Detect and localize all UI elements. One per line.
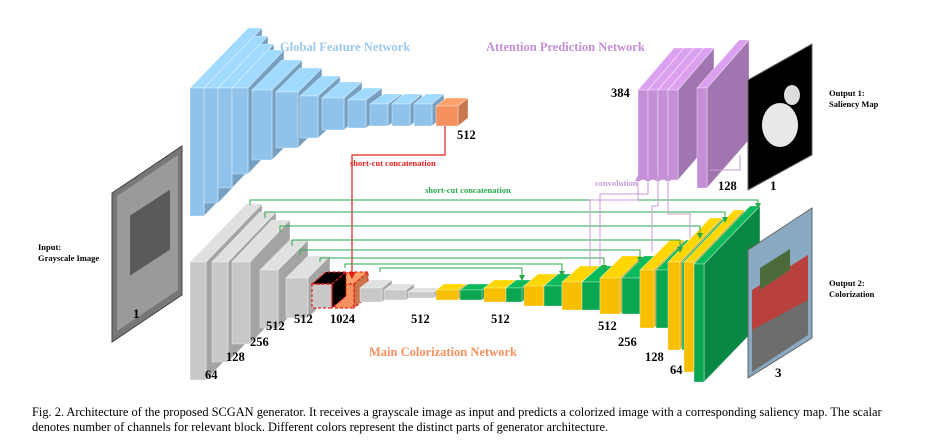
decoder-layer-6-front xyxy=(639,269,655,329)
output1-channels: 1 xyxy=(770,178,777,193)
encoder-layer-1-front xyxy=(211,261,229,363)
attention-title: Attention Prediction Network xyxy=(486,40,645,54)
channels-enc-256: 256 xyxy=(250,335,269,349)
decoder-layer-0-front xyxy=(523,285,545,307)
global-layer-4-front xyxy=(251,89,273,161)
middle-block-1-front xyxy=(383,289,407,301)
channels-dec-64: 64 xyxy=(670,363,683,377)
middle-block-5-front xyxy=(483,287,507,303)
output2-channels: 3 xyxy=(775,365,782,380)
decoder-layer-10-front xyxy=(683,261,695,373)
output2-subtitle: Colorization xyxy=(829,289,875,299)
channels-enc-64: 64 xyxy=(205,368,218,382)
conv-line-2 xyxy=(651,175,661,252)
decoder-layer-3-front xyxy=(581,281,601,311)
conv-line-0 xyxy=(589,175,641,268)
attention-layer-0-front xyxy=(637,89,649,181)
attention-layer-3-front xyxy=(667,89,679,181)
conv-line-1 xyxy=(599,175,651,265)
saliency-map-image xyxy=(747,43,813,191)
decoder-layer-4-front xyxy=(599,277,621,315)
input-image xyxy=(111,145,183,343)
decoder-layer-5-front xyxy=(621,277,641,315)
middle-block-2-front xyxy=(407,291,435,299)
decoder-layer-2-front xyxy=(561,281,583,311)
conv-line-3 xyxy=(665,175,691,238)
middle-block-3-front xyxy=(435,289,459,301)
middle-block-4-front xyxy=(459,289,483,301)
global-layer-3-front xyxy=(231,87,249,175)
channels-dec-512: 512 xyxy=(598,319,617,333)
skip-256 xyxy=(279,225,703,239)
global-layer-2-front xyxy=(217,87,233,189)
global-out-block-front xyxy=(435,105,459,127)
decoder-layer-1-front xyxy=(543,285,563,307)
global-layer-9-front xyxy=(369,103,389,127)
global-layer-1-front xyxy=(203,87,219,204)
channels-mid-512b: 512 xyxy=(491,312,510,326)
middle-block-0-front xyxy=(359,287,383,303)
main-colorization-title: Main Colorization Network xyxy=(369,345,517,359)
output2-title: Output 2: xyxy=(829,278,865,288)
attention-layer-1-front xyxy=(647,89,659,181)
decoder-layer-8-front xyxy=(667,261,681,351)
global-layer-6-front xyxy=(299,95,319,139)
global-layer-10-front xyxy=(391,103,411,127)
global-layer-11-front xyxy=(413,103,433,127)
red-shortcut-label: short-cut concatenation xyxy=(350,158,436,168)
channels-dec-128: 128 xyxy=(645,350,664,364)
input-subtitle: Grayscale Image xyxy=(38,253,99,263)
global-feature-title: Global Feature Network xyxy=(280,40,410,54)
skip-128 xyxy=(264,211,728,223)
skip-512a xyxy=(291,239,683,253)
network-blocks xyxy=(189,27,761,383)
skip-512e xyxy=(379,267,525,281)
middle-block-6-front xyxy=(505,287,523,303)
green-shortcut-label: short-cut concatenation xyxy=(425,185,511,195)
skip-512c xyxy=(319,257,607,271)
encoder-layer-3-front xyxy=(259,269,279,329)
skip-64 xyxy=(249,199,761,209)
global-layer-5-front xyxy=(275,91,299,149)
input-channels: 1 xyxy=(133,306,140,321)
skip-512b xyxy=(299,249,643,263)
connection-lines xyxy=(249,126,761,281)
output1-subtitle: Saliency Map xyxy=(829,99,879,109)
channels-att-start: 384 xyxy=(611,86,631,100)
channels-global-end: 512 xyxy=(457,128,476,142)
decoder-layer-11-front xyxy=(693,263,705,383)
output1-title: Output 1: xyxy=(829,88,865,98)
channels-mid-512a: 512 xyxy=(411,312,430,326)
figure-caption: Fig. 2. Architecture of the proposed SCG… xyxy=(32,405,882,434)
channels-enc-128: 128 xyxy=(226,350,245,364)
encoder-layer-4-front xyxy=(285,277,309,319)
channels-concat: 1024 xyxy=(330,312,356,326)
attention-layer-2-front xyxy=(657,89,669,181)
channels-dec-256: 256 xyxy=(618,335,637,349)
global-layer-0-front xyxy=(189,87,205,217)
channels-enc-512b: 512 xyxy=(294,312,313,326)
convolution-label: convolution xyxy=(595,178,638,188)
input-title: Input: xyxy=(38,242,61,252)
channels-enc-512a: 512 xyxy=(266,319,285,333)
concat-outline-side xyxy=(331,270,347,310)
encoder-layer-2-front xyxy=(231,261,251,345)
attention-layer-4-front xyxy=(696,87,708,189)
concat-outline-front xyxy=(311,283,333,309)
red-shortcut-arrow xyxy=(348,126,446,280)
global-layer-7-front xyxy=(321,97,345,131)
encoder-layer-0-front xyxy=(189,261,207,381)
conv-line-4 xyxy=(710,155,741,171)
concat-outline-top xyxy=(310,271,348,285)
skip-512d xyxy=(344,263,565,277)
global-layer-8-front xyxy=(347,99,367,129)
channels-att-end: 128 xyxy=(718,179,737,193)
colorization-image xyxy=(747,207,813,379)
